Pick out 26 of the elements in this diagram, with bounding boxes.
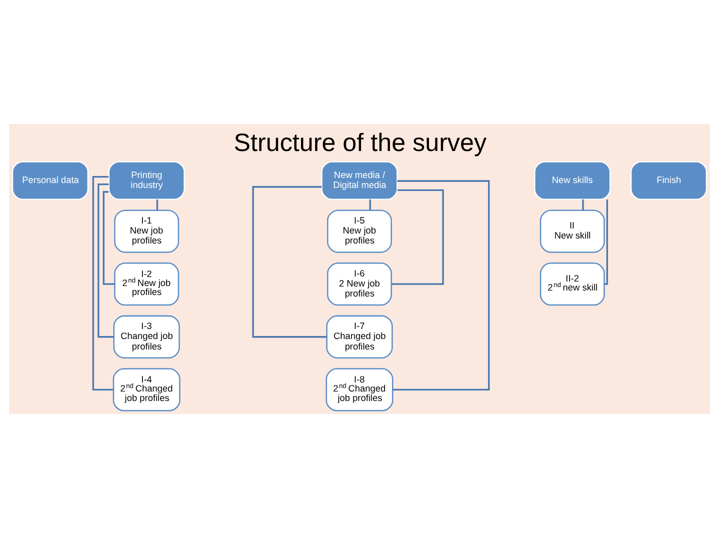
- connector: [102, 191, 115, 285]
- node-box: I-2 2$^{nd}$ New job profiles: [114, 262, 180, 306]
- connector: [252, 186, 327, 338]
- node-box: II-2 2$^{nd}$ new skill: [540, 262, 605, 306]
- node-box: New skills: [534, 161, 611, 200]
- connector: [392, 180, 490, 391]
- node-box: Printing industry: [108, 161, 185, 200]
- connector: [369, 199, 371, 210]
- connector: [392, 189, 444, 285]
- connector: [98, 184, 114, 338]
- node-box: I-4 2$^{nd}$ Changed job profiles: [112, 368, 180, 412]
- connector: [156, 199, 158, 210]
- node-box: I-6 2 New job profiles: [327, 262, 392, 306]
- node-box: New media / Digital media: [321, 161, 398, 200]
- diagram-title: Structure of the survey: [234, 128, 487, 157]
- node-box: I-1 New job profiles: [114, 210, 180, 253]
- node-box: I-7 Changed job profiles: [326, 315, 393, 358]
- node-box: I-3 Changed job profiles: [113, 315, 180, 358]
- node-box: Personal data: [12, 161, 89, 200]
- node-box: I-5 New job profiles: [327, 210, 392, 253]
- node-box: Finish: [630, 161, 708, 200]
- node-box: I-8 2$^{nd}$ Changed job profiles: [326, 368, 394, 412]
- connector: [582, 199, 584, 210]
- node-box: II New skill: [540, 210, 605, 253]
- connector: [604, 200, 608, 285]
- connector: [92, 176, 114, 391]
